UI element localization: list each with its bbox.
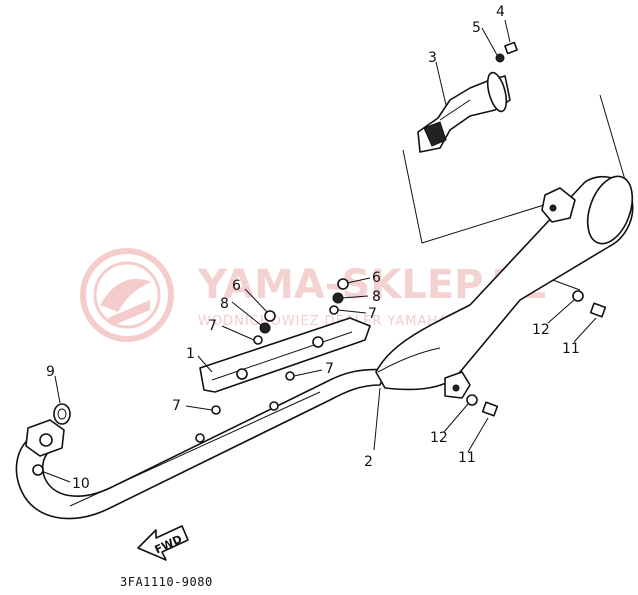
leader-lines: [43, 19, 597, 483]
callout-2: 2: [364, 454, 373, 470]
part-code: 3FA1110-9080: [120, 575, 213, 589]
callout-6b: 6: [372, 270, 381, 286]
callout-3: 3: [428, 50, 437, 66]
callout-11b: 11: [458, 450, 476, 466]
callouts: 4 5 3 6 8 7 6 8 7 1 7 7 9 10 2 12 11 12 …: [46, 4, 580, 492]
callout-9: 9: [46, 364, 55, 380]
callout-8a: 8: [220, 296, 229, 312]
callout-8b: 8: [372, 289, 381, 305]
callout-11a: 11: [562, 341, 580, 357]
callout-7d: 7: [172, 398, 181, 414]
callout-7b: 7: [368, 306, 377, 322]
muffler: [375, 175, 634, 399]
fwd-arrow: FWD: [137, 525, 189, 561]
callout-7c: 7: [325, 361, 334, 377]
callout-10: 10: [72, 476, 90, 492]
watermark-logo: [80, 248, 174, 342]
tail-pipe-assembly: [417, 71, 511, 153]
callout-12a: 12: [532, 322, 550, 338]
callout-7a: 7: [208, 318, 217, 334]
callout-12b: 12: [430, 430, 448, 446]
callout-5: 5: [472, 20, 481, 36]
exhaust-pipe: [15, 368, 387, 520]
callout-1: 1: [186, 346, 195, 362]
callout-6a: 6: [232, 278, 241, 294]
heat-protector: [199, 317, 371, 393]
callout-4: 4: [496, 4, 505, 20]
fasteners: [32, 41, 607, 476]
